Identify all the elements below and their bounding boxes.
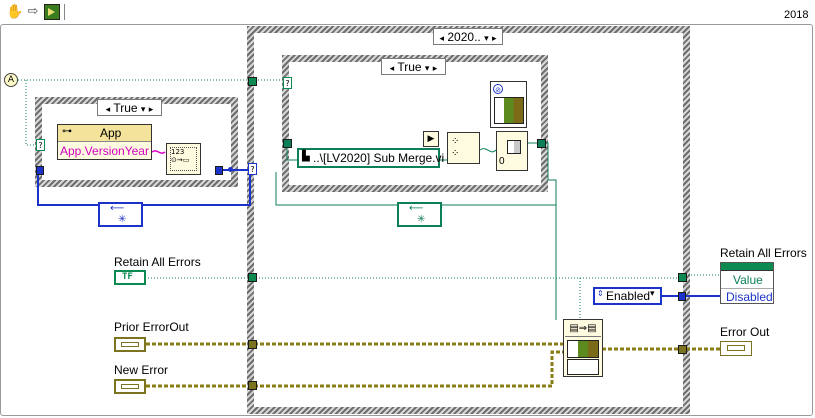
case-selector-terminal: ? <box>248 163 257 175</box>
path-icon: ▙ <box>302 151 310 162</box>
left-index-node[interactable]: ⟵ ✳ <box>98 202 143 227</box>
enabled-ring-constant[interactable]: ⇕ Enabled ▾ <box>593 287 662 305</box>
case-selector-terminal: ? <box>36 139 45 151</box>
tunnel-green <box>248 273 257 282</box>
error-wire-new <box>146 350 564 388</box>
tunnel-green <box>537 139 546 148</box>
hand-tool-icon[interactable]: ✋ <box>6 4 24 20</box>
green-wire-right <box>528 142 557 205</box>
tunnel-error <box>248 381 257 390</box>
vi-ref-network-icon: ⁘⁘ <box>451 136 460 159</box>
tf-terminal-text: TF <box>122 272 133 282</box>
increment-arrow-icon[interactable]: ▸ <box>432 63 438 73</box>
property-header <box>721 263 773 271</box>
format-node-icon: 123⊙→▭ <box>170 147 197 171</box>
app-node-property: App.VersionYear <box>60 144 149 158</box>
subvi-path-constant[interactable]: ▙ ..\[LV2020] Sub Merge.vi <box>297 148 444 168</box>
tunnel-green <box>283 139 292 148</box>
decrement-arrow-icon[interactable]: ◂ <box>389 63 395 73</box>
merge-header-icon: ▤⇒▤ <box>565 321 601 337</box>
merge-grid-bottom-icon <box>567 359 599 375</box>
bool-wire-top <box>12 79 288 88</box>
decrement-arrow-icon[interactable]: ◂ <box>439 33 445 43</box>
subvi-path-text: ..\[LV2020] Sub Merge.vi <box>313 151 445 165</box>
retain-all-errors-control[interactable]: TF <box>114 270 146 285</box>
prior-errorout-control[interactable] <box>114 337 146 352</box>
property-row-value[interactable]: Value <box>733 273 763 287</box>
tunnel-green <box>248 77 257 86</box>
open-vi-reference-node[interactable]: ⁘⁘ <box>447 132 480 164</box>
pink-wire <box>151 150 166 154</box>
app-node-header: ⊶ App <box>58 125 151 142</box>
merge-grid-icon <box>494 97 524 124</box>
bundle-icon: ✳ <box>118 214 127 225</box>
chevron-down-icon[interactable]: ▾ <box>140 104 146 114</box>
left-arrow-icon: ⟵ <box>110 203 125 214</box>
arrow-tool-icon[interactable]: ⇨ <box>27 4 39 19</box>
merge-error-node[interactable]: 0 <box>496 131 528 171</box>
merge-grid-icon <box>567 340 599 358</box>
app-property-node[interactable]: ⊶ App App.VersionYear <box>57 124 152 160</box>
chevron-down-icon[interactable]: ▾ <box>484 33 489 43</box>
merge-grid-icon <box>507 140 521 154</box>
format-node[interactable]: 123⊙→▭ <box>166 143 201 175</box>
open-vi-ref-icon[interactable]: ▶ <box>423 131 439 147</box>
property-row-disabled[interactable]: Disabled <box>726 290 773 304</box>
ring-arrows-icon: ⇕ <box>597 289 604 298</box>
wire-junction-dot <box>228 167 233 172</box>
toolbar: ✋ ⇨ 2018 <box>0 0 815 24</box>
error-cluster-icon <box>121 342 139 347</box>
error-out-label: Error Out <box>720 325 770 339</box>
decrement-arrow-icon[interactable]: ◂ <box>105 104 111 114</box>
chevron-down-icon[interactable]: ▾ <box>424 63 430 73</box>
bundle-icon: ✳ <box>417 214 426 225</box>
case-selector-terminal: ? <box>283 77 292 89</box>
chevron-down-icon[interactable]: ▾ <box>650 289 655 299</box>
app-node-title: App <box>100 126 122 140</box>
toolbar-tab-line <box>64 4 65 20</box>
enabled-ring-value: Enabled <box>606 289 651 303</box>
property-row-divider <box>721 288 773 289</box>
retain-property-label: Retain All Errors <box>720 246 807 260</box>
tunnel-green <box>678 273 687 282</box>
increment-arrow-icon[interactable]: ▸ <box>491 33 497 43</box>
bool-wire-left <box>25 80 42 146</box>
retain-property-node[interactable]: Value Disabled <box>720 262 774 304</box>
error-out-indicator[interactable] <box>720 341 752 356</box>
new-error-control[interactable] <box>114 379 146 394</box>
year-label: 2018 <box>784 9 809 21</box>
run-tool-icon[interactable] <box>44 4 60 20</box>
outer-case-selector[interactable]: ◂ 2020.. ▾ ▸ <box>433 28 503 45</box>
retain-all-errors-label: Retain All Errors <box>114 255 201 269</box>
inner-case-selector[interactable]: ◂ True ▾ ▸ <box>381 58 446 75</box>
global-node-icon[interactable]: A <box>4 73 18 87</box>
new-error-label: New Error <box>114 363 169 377</box>
tunnel-error <box>248 340 257 349</box>
tunnel-blue <box>215 166 223 175</box>
tunnel-error <box>678 345 687 354</box>
error-cluster-icon <box>121 384 139 389</box>
blue-wire-loop <box>37 170 251 206</box>
green-ref-wire-2 <box>286 145 297 161</box>
tunnel-blue <box>36 166 44 175</box>
error-cluster-icon <box>727 345 745 351</box>
left-case-selector[interactable]: ◂ True ▾ ▸ <box>97 99 162 116</box>
tunnel-blue <box>678 292 686 301</box>
green-ref-wire <box>275 172 557 320</box>
increment-arrow-icon[interactable]: ▸ <box>148 104 154 114</box>
zero-label: 0 <box>499 156 505 167</box>
left-arrow-icon: ⟵ <box>409 203 424 214</box>
right-index-node[interactable]: ⟵ ✳ <box>397 202 442 227</box>
bool-wire-retain <box>145 274 720 279</box>
subvi-icon[interactable]: ⊘ <box>490 81 527 128</box>
teal-wire-subvi <box>479 148 497 153</box>
disabled-icon: ⊘ <box>493 84 503 94</box>
app-ref-icon: ⊶ <box>62 126 72 137</box>
merge-errors-node[interactable]: ▤⇒▤ <box>563 319 603 377</box>
prior-errorout-label: Prior ErrorOut <box>114 320 189 334</box>
